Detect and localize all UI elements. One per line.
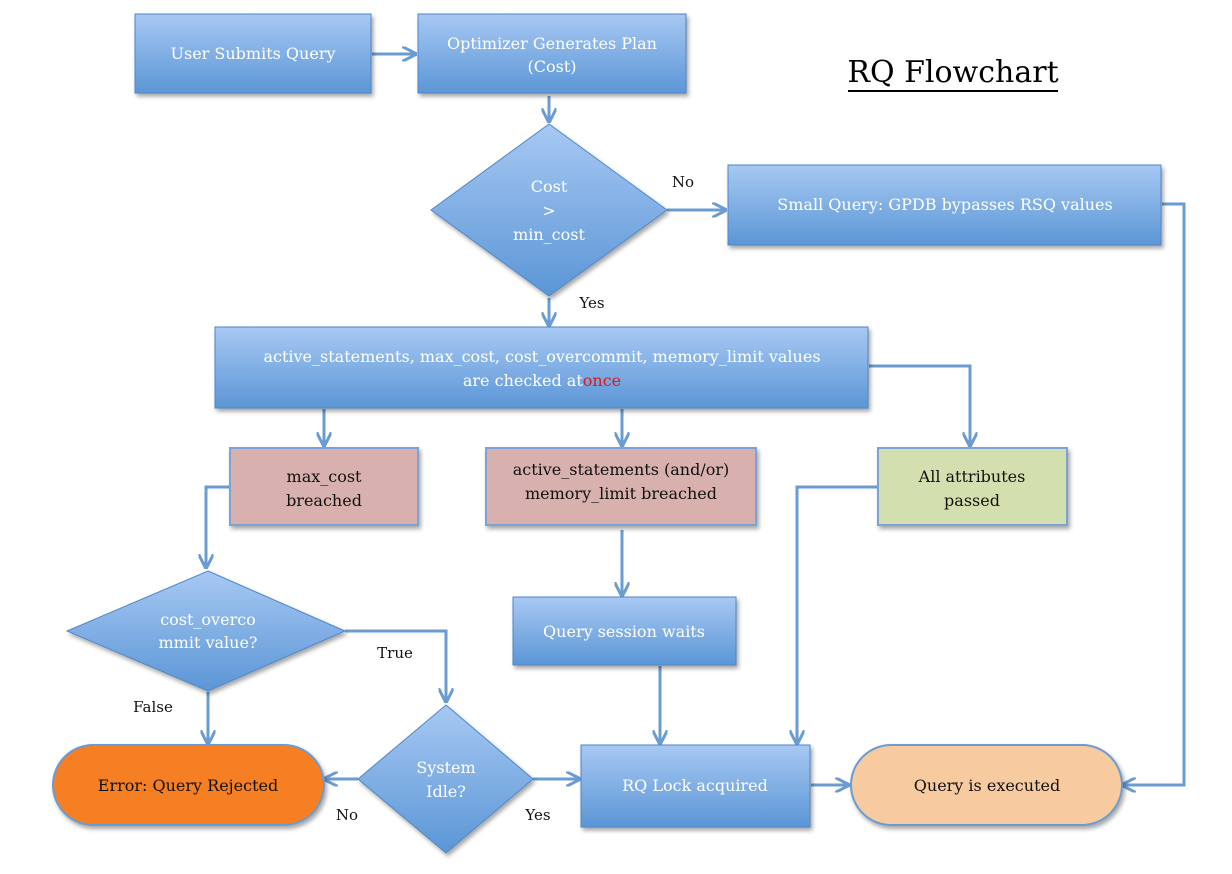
edge-checks-to-passed xyxy=(869,364,970,444)
process-box xyxy=(134,13,372,94)
node-label: Query is executed xyxy=(914,776,1060,795)
node-error-query-rejected[interactable]: Error: Query Rejected xyxy=(52,744,325,826)
edge-maxcost-to-overcommit xyxy=(206,485,230,566)
node-label-line1: Cost xyxy=(531,177,568,196)
node-rq-lock-acquired[interactable]: RQ Lock acquired xyxy=(580,744,811,828)
node-label-line2: passed xyxy=(944,491,1000,510)
terminal-pill xyxy=(52,744,325,826)
node-label-line2: (Cost) xyxy=(528,57,577,76)
edge-label-cost-no: No xyxy=(672,173,694,191)
node-label-line2: mmit value? xyxy=(158,633,257,652)
edge-overcommit-true xyxy=(345,629,446,700)
node-label-line1: Optimizer Generates Plan xyxy=(447,34,657,53)
process-box xyxy=(727,164,1162,246)
node-max-cost-breached[interactable]: max_cost breached xyxy=(229,447,419,526)
node-label-line2: Idle? xyxy=(426,782,466,801)
passed-box xyxy=(877,447,1068,526)
node-label-line2: breached xyxy=(286,491,362,510)
terminal-pill xyxy=(850,744,1123,826)
node-cost-overcommit-decision[interactable]: cost_overco mmit value? xyxy=(65,570,347,692)
chart-title: RQ Flowchart xyxy=(847,55,1058,90)
node-all-attributes-passed[interactable]: All attributes passed xyxy=(877,447,1068,526)
node-query-executed[interactable]: Query is executed xyxy=(850,744,1123,826)
node-label: User Submits Query xyxy=(171,44,336,63)
process-box xyxy=(214,326,869,409)
node-query-session-waits[interactable]: Query session waits xyxy=(512,596,737,666)
node-small-query[interactable]: Small Query: GPDB bypasses RSQ values xyxy=(727,164,1162,246)
edge-label-idle-no: No xyxy=(336,806,358,824)
node-label-line1: cost_overco xyxy=(160,610,256,629)
decision-diamond xyxy=(430,123,668,297)
node-cost-decision[interactable]: Cost > min_cost xyxy=(430,123,668,297)
node-label-line1: All attributes xyxy=(918,467,1026,486)
node-user-submits-query[interactable]: User Submits Query xyxy=(134,13,372,94)
process-box xyxy=(512,596,737,666)
node-label: Small Query: GPDB bypasses RSQ values xyxy=(777,195,1112,214)
node-system-idle-decision[interactable]: System Idle? xyxy=(357,704,534,854)
node-label-line1: System xyxy=(416,758,475,777)
decision-diamond xyxy=(357,704,534,854)
edge-label-cost-yes: Yes xyxy=(578,294,604,312)
checks-text: are checked at xyxy=(463,371,583,390)
node-label-line2: memory_limit breached xyxy=(525,484,717,503)
connectors xyxy=(206,54,1186,785)
node-label-line1: active_statements, max_cost, cost_overco… xyxy=(263,347,820,366)
node-optimizer-generates-plan[interactable]: Optimizer Generates Plan (Cost) xyxy=(417,13,687,94)
edge-small-to-executed xyxy=(1124,202,1186,785)
node-attribute-checks[interactable]: active_statements, max_cost, cost_overco… xyxy=(214,326,869,409)
node-label: RQ Lock acquired xyxy=(622,776,768,795)
node-label-line2: are checked atonce xyxy=(463,371,621,390)
edge-label-overcommit-true: True xyxy=(377,644,413,662)
node-label-line2: > xyxy=(542,201,555,220)
edge-label-overcommit-false: False xyxy=(133,698,173,716)
node-label: Query session waits xyxy=(543,622,705,641)
process-box xyxy=(580,744,811,828)
process-box xyxy=(417,13,687,94)
edge-passed-to-rqlock xyxy=(797,485,878,742)
breached-box xyxy=(485,447,757,526)
node-label-line3: min_cost xyxy=(513,225,585,244)
node-label: Error: Query Rejected xyxy=(98,776,278,795)
breached-box xyxy=(229,447,419,526)
highlight-once: once xyxy=(583,371,621,390)
decision-diamond xyxy=(65,570,347,692)
node-label-line1: max_cost xyxy=(287,467,363,486)
node-active-statements-breached[interactable]: active_statements (and/or) memory_limit … xyxy=(485,447,757,526)
edge-label-idle-yes: Yes xyxy=(524,806,550,824)
node-label-line1: active_statements (and/or) xyxy=(513,460,730,479)
